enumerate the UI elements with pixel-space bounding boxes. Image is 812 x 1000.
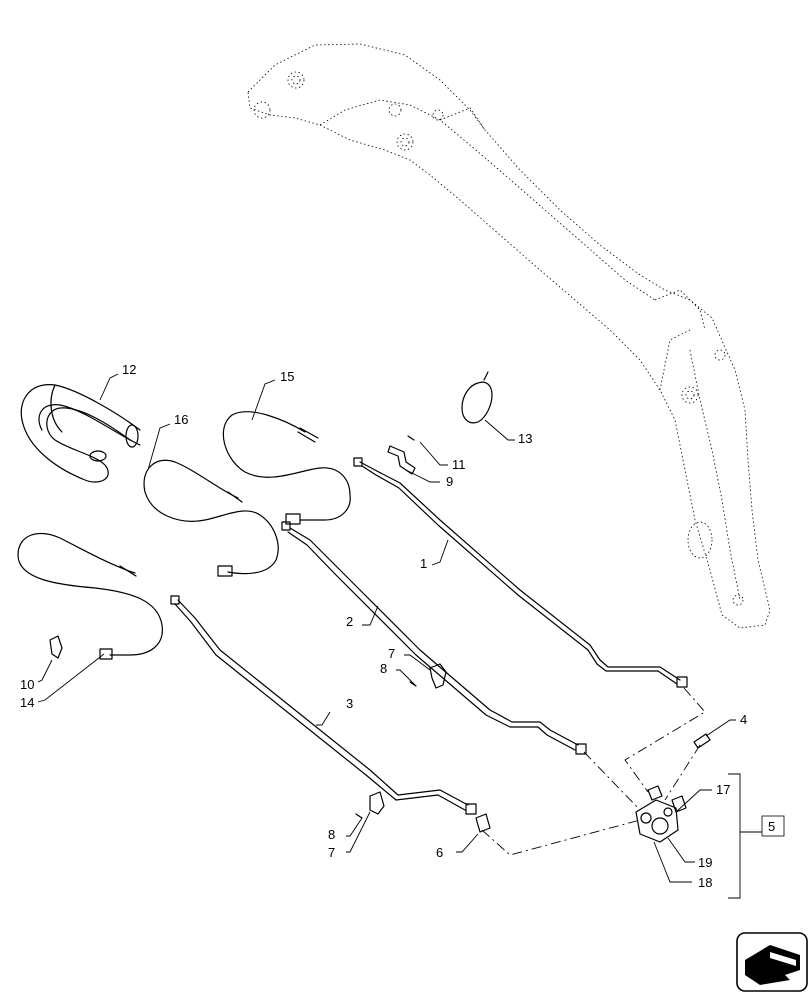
hose-15 bbox=[222, 411, 351, 525]
callout-7-upper: 7 bbox=[388, 646, 395, 661]
callout-7-lower: 7 bbox=[328, 845, 335, 860]
callout-8-upper: 8 bbox=[380, 661, 387, 676]
tube-1 bbox=[353, 457, 688, 688]
fitting-4 bbox=[693, 733, 711, 749]
callout-11: 11 bbox=[452, 457, 466, 472]
callout-9: 9 bbox=[446, 474, 453, 489]
clamp-13 bbox=[461, 371, 493, 424]
callout-5: 5 bbox=[768, 819, 775, 834]
callout-labels: 12 15 16 13 11 9 1 2 7 8 3 10 14 4 17 5 … bbox=[20, 362, 775, 890]
tube-3 bbox=[170, 595, 477, 815]
hose-12 bbox=[20, 384, 141, 483]
callout-5-box bbox=[761, 815, 785, 837]
callout-2: 2 bbox=[346, 614, 353, 629]
excavator-boom-icon bbox=[247, 43, 771, 629]
callout-19: 19 bbox=[698, 855, 712, 870]
callout-18: 18 bbox=[698, 875, 712, 890]
bracket-9 bbox=[387, 435, 416, 475]
tube-2 bbox=[281, 521, 587, 755]
callout-1: 1 bbox=[420, 556, 427, 571]
valve-block bbox=[635, 785, 687, 843]
callout-3: 3 bbox=[346, 696, 353, 711]
callout-6: 6 bbox=[436, 845, 443, 860]
navigation-arrow-icon[interactable] bbox=[736, 932, 808, 992]
bracket-7-lower bbox=[355, 791, 385, 819]
bracket-10 bbox=[49, 635, 63, 659]
callout-16: 16 bbox=[174, 412, 188, 427]
connection-lines bbox=[481, 687, 706, 856]
callout-13: 13 bbox=[518, 431, 532, 446]
callout-8-lower: 8 bbox=[328, 827, 335, 842]
hose-14 bbox=[17, 532, 163, 660]
callout-12: 12 bbox=[122, 362, 136, 377]
leader-lines bbox=[37, 373, 736, 883]
callout-4: 4 bbox=[740, 712, 747, 727]
hose-16 bbox=[143, 459, 279, 577]
callout-15: 15 bbox=[280, 369, 294, 384]
fitting-6 bbox=[475, 813, 491, 833]
callout-14: 14 bbox=[20, 695, 34, 710]
group-bracket-5 bbox=[728, 773, 785, 899]
callout-10: 10 bbox=[20, 677, 34, 692]
callout-17: 17 bbox=[716, 782, 730, 797]
